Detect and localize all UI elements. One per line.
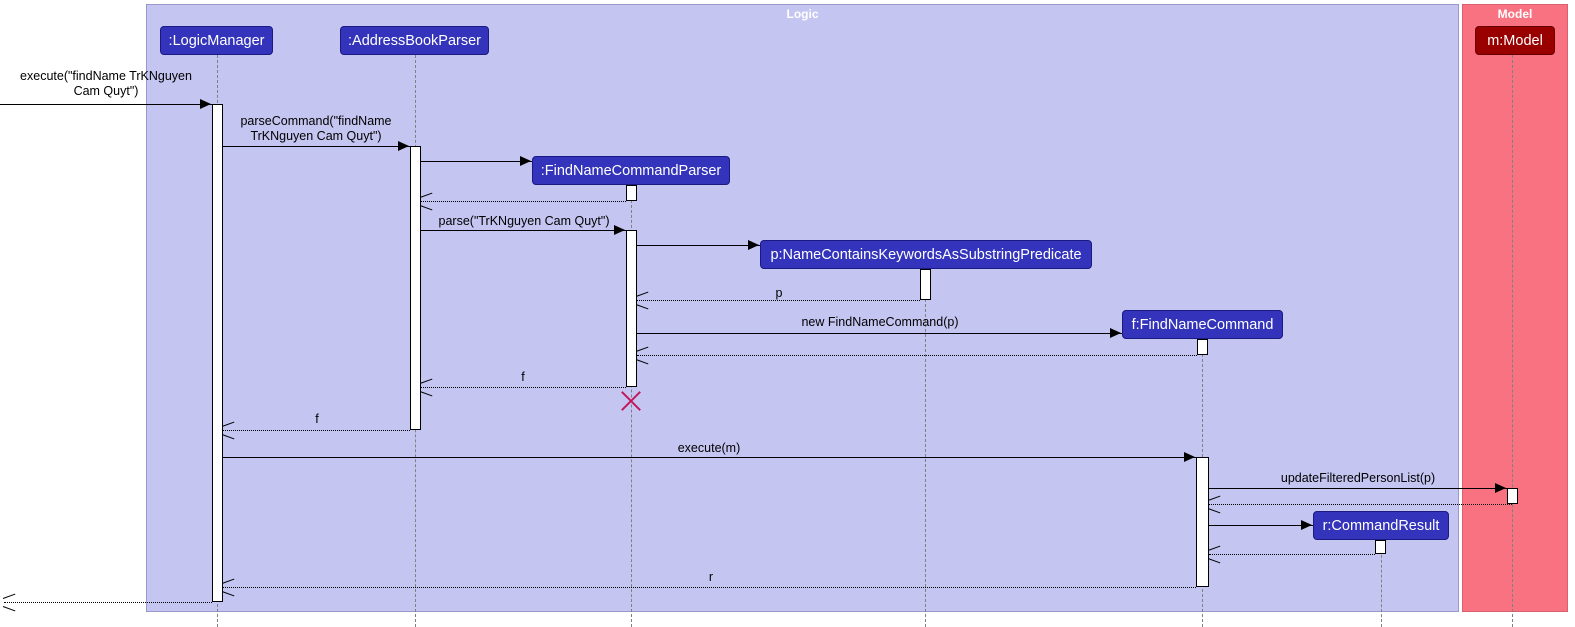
name-contains-keywords-predicate[interactable]: p:NameContainsKeywordsAsSubstringPredica… [760, 240, 1092, 269]
message-create-predicate-line [637, 245, 760, 246]
name-contains-keywords-predicate-lifeline [925, 269, 926, 627]
message-new-find-name-command-label: new FindNameCommand(p) [801, 315, 959, 329]
message-return-command-result-arrowhead [1209, 549, 1221, 560]
message-return-command-arrowhead [637, 350, 649, 361]
message-return-command-result-line [1209, 554, 1375, 555]
message-return-p-line [637, 300, 920, 301]
message-update-filtered-person-list-label: updateFilteredPersonList(p) [1280, 471, 1436, 485]
message-create-find-name-parser-arrowhead [520, 156, 531, 166]
activation-predicate [920, 269, 931, 300]
find-name-command[interactable]: f:FindNameCommand [1122, 310, 1283, 339]
find-name-command-parser[interactable]: :FindNameCommandParser [532, 156, 730, 185]
logic-manager[interactable]: :LogicManager [160, 26, 273, 55]
message-new-find-name-command-line [637, 333, 1122, 334]
message-create-command-result-arrowhead [1301, 520, 1312, 530]
activation-find-name-parser-1 [626, 185, 637, 201]
message-return-p-label: p [775, 286, 783, 300]
message-return-command-line [637, 355, 1197, 356]
message-return-f-to-logic-line [223, 430, 410, 431]
message-update-filtered-person-list-arrowhead [1495, 483, 1506, 493]
message-return-model-arrowhead [1209, 499, 1221, 510]
message-execute-m-label: execute(m) [677, 441, 741, 455]
message-execute-find-name-line [0, 104, 212, 105]
message-parse-keywords-label: parse("TrKNguyen Cam Quyt") [438, 214, 610, 228]
message-return-r-label: r [708, 570, 714, 584]
message-return-p-arrowhead [637, 295, 649, 306]
address-book-parser[interactable]: :AddressBookParser [340, 26, 489, 55]
message-execute-m-arrowhead [1184, 452, 1195, 462]
activation-address-book-parser [410, 146, 421, 430]
message-parse-keywords-arrowhead [614, 225, 625, 235]
activation-find-name-command-2 [1196, 457, 1209, 587]
message-return-parser-line [421, 201, 626, 202]
message-return-final-line [4, 602, 212, 603]
message-execute-find-name-arrowhead [200, 99, 211, 109]
activation-find-name-command-1 [1197, 339, 1208, 355]
message-update-filtered-person-list-line [1209, 488, 1507, 489]
activation-find-name-parser-2 [626, 230, 637, 387]
activation-model [1507, 488, 1518, 504]
message-return-final-arrowhead [4, 597, 16, 608]
message-execute-m-line [223, 457, 1196, 458]
message-return-f-to-parser-line [421, 387, 626, 388]
message-return-f-to-logic-arrowhead [223, 425, 235, 436]
activation-logic-manager [212, 104, 223, 602]
command-result[interactable]: r:CommandResult [1313, 511, 1449, 540]
logic-frame-label: Logic [786, 7, 819, 21]
model[interactable]: m:Model [1475, 26, 1555, 55]
model-frame [1462, 4, 1568, 612]
destroy-marker-find-name-parser [620, 390, 642, 412]
message-return-r-arrowhead [223, 582, 235, 593]
message-return-parser-arrowhead [421, 196, 433, 207]
message-create-command-result-line [1209, 525, 1313, 526]
message-parse-command-arrowhead [398, 141, 409, 151]
message-return-f-to-parser-label: f [521, 370, 525, 384]
message-execute-find-name-label: execute("findName TrKNguyen Cam Quyt") [20, 69, 192, 98]
message-parse-keywords-line [421, 230, 626, 231]
activation-command-result [1375, 540, 1386, 554]
model-frame-label: Model [1497, 7, 1533, 21]
logic-frame [146, 4, 1459, 612]
message-parse-command-label: parseCommand("findName TrKNguyen Cam Quy… [240, 114, 392, 143]
message-new-find-name-command-arrowhead [1110, 328, 1121, 338]
command-result-lifeline [1381, 540, 1382, 627]
model-lifeline [1512, 55, 1513, 627]
message-return-f-to-parser-arrowhead [421, 382, 433, 393]
message-parse-command-line [222, 146, 410, 147]
message-create-find-name-parser-line [421, 161, 532, 162]
message-return-r-line [223, 587, 1196, 588]
message-return-f-to-logic-label: f [315, 412, 319, 426]
message-create-predicate-arrowhead [748, 240, 759, 250]
message-return-model-line [1209, 504, 1512, 505]
